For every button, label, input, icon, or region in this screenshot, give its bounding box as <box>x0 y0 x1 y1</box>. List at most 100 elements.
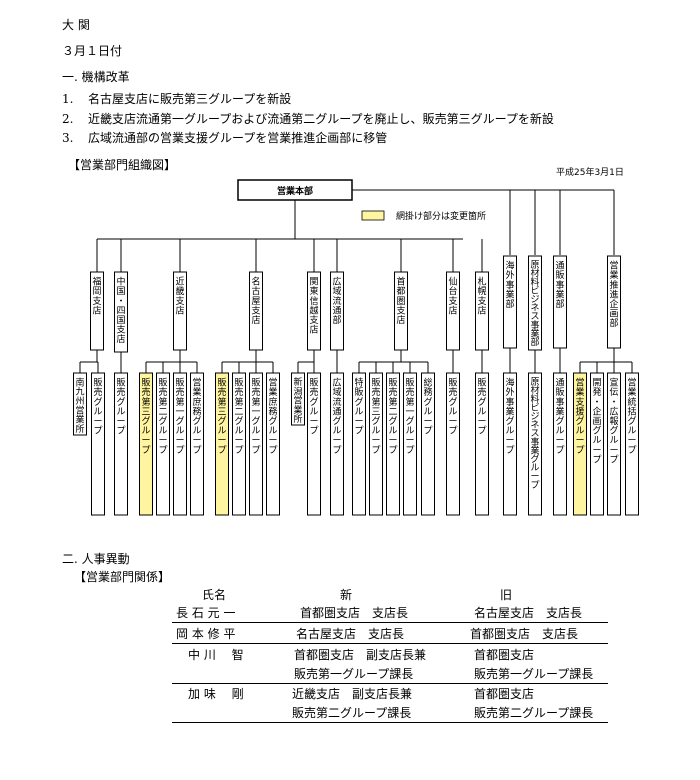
group-16-char: ル <box>371 427 380 437</box>
group-21-box <box>475 372 489 516</box>
dept-overseas-char: 業 <box>505 288 514 300</box>
group-23-char: グ <box>530 453 539 465</box>
col-header-old: 旧 <box>500 588 513 602</box>
group-10-char: 販 <box>251 377 260 389</box>
dept-raw-materials-char: ネ <box>530 303 539 314</box>
group-8-char: プ <box>217 445 226 456</box>
group-22-char: 業 <box>505 405 514 417</box>
group-7-char: 務 <box>192 405 201 417</box>
group-16-char: グ <box>371 415 380 427</box>
group-5-char: 第 <box>158 396 167 408</box>
group-17-char: 第 <box>388 396 397 408</box>
branch-nagoya-char: 屋 <box>251 296 260 307</box>
group-17-char: プ <box>388 445 397 456</box>
group-28-char: 括 <box>627 405 636 417</box>
group-16-char: 第 <box>371 396 380 408</box>
group-14-char: プ <box>332 445 341 456</box>
group-13-char: ー <box>309 417 318 427</box>
group-23-char: ジ <box>530 412 539 422</box>
group-9-char: 第 <box>234 396 243 408</box>
group-8-char: 三 <box>217 407 226 417</box>
reform-item-1-num: 1. <box>62 92 74 106</box>
row2-new: 名古屋支店 支店長 <box>296 627 405 641</box>
reform-item-1: 名古屋支店に販売第三グループを新設 <box>88 92 292 106</box>
group-3-char: プ <box>116 426 125 437</box>
branch-kanto-shinetsu-box <box>307 271 321 351</box>
group-15-box <box>352 372 366 516</box>
group-21-char: ル <box>477 407 486 417</box>
group-25-char: グ <box>575 415 584 427</box>
branch-sendai-box <box>446 271 460 351</box>
branch-nagoya-box <box>249 271 263 351</box>
dept-sales-planning-char: 企 <box>609 298 618 310</box>
group-13-char: ル <box>309 407 318 417</box>
group-19-box <box>421 372 435 516</box>
dept-raw-materials-char: 業 <box>530 327 539 339</box>
group-27-char: 伝 <box>609 387 618 398</box>
section1-title: 一. 機構改革 <box>62 70 130 84</box>
dept-raw-materials-char: 原 <box>530 260 539 271</box>
group-8-char: グ <box>217 415 226 427</box>
group-23-char: ビ <box>530 402 539 413</box>
branch-chugoku-shikoku-char: 中 <box>116 276 125 288</box>
branch-chugoku-shikoku-char: 国 <box>116 286 125 297</box>
group-19-char: ー <box>423 417 432 427</box>
group-2-char: グ <box>93 396 102 408</box>
group-21-char: 販 <box>477 377 486 389</box>
group-14-char: 流 <box>332 396 341 408</box>
group-26-box <box>590 372 604 516</box>
group-9-char: 販 <box>234 377 243 389</box>
row4-old-2: 販売第二グループ課長 <box>474 706 594 720</box>
group-23-char: 材 <box>530 384 539 396</box>
top-box <box>237 179 353 201</box>
group-24-char: 事 <box>555 396 564 408</box>
group-25-box <box>573 372 587 516</box>
group-19-char: 総 <box>423 377 432 389</box>
group-25-char: 援 <box>575 405 584 417</box>
group-26-char: グ <box>592 425 601 437</box>
branch-sapporo-char: 支 <box>477 295 486 307</box>
group-26-char: 発 <box>592 386 601 398</box>
branch-fukuoka-char: 岡 <box>92 286 101 297</box>
org-chart: 平成25年3月1日 福岡支店中国・四国支店近畿支店名古屋支店関東信越支店広域流通… <box>73 166 639 516</box>
group-9-box <box>232 372 246 516</box>
group-18-char: 一 <box>405 407 414 417</box>
group-22-char: ー <box>505 436 514 446</box>
group-3-char: 販 <box>116 377 125 389</box>
group-24-char: プ <box>555 445 564 456</box>
branch-fukuoka-box <box>90 271 104 351</box>
group-16-char: 売 <box>371 386 380 398</box>
group-3-char: グ <box>116 396 125 408</box>
group-6-char: ル <box>175 427 184 437</box>
group-7-char: グ <box>192 415 201 427</box>
group-27-char: ル <box>609 436 618 446</box>
reform-item-3: 広域流通部の営業支援グループを営業推進企画部に移管 <box>88 131 388 145</box>
group-2-char: プ <box>93 426 102 437</box>
group-28-char: 営 <box>627 377 636 389</box>
group-23-char: プ <box>530 480 539 491</box>
branch-shutoken-box <box>394 271 408 351</box>
group-11-char: 務 <box>268 405 277 417</box>
group-24-char: ー <box>555 436 564 446</box>
group-15-char: プ <box>354 426 363 437</box>
group-1-char: 営 <box>75 404 84 416</box>
group-14-char: 広 <box>332 377 341 389</box>
group-28-box <box>625 372 639 516</box>
reform-item-2-num: 2. <box>62 112 74 126</box>
group-28-char: 統 <box>627 396 636 408</box>
dept-mail-order-char: 事 <box>555 279 564 291</box>
group-24-box <box>553 372 567 516</box>
group-19-char: 務 <box>423 386 432 398</box>
row3-rule <box>172 683 608 684</box>
group-6-char: 売 <box>175 386 184 398</box>
branch-nagoya-char: 店 <box>251 314 260 326</box>
dept-mail-order-box <box>553 255 567 349</box>
group-23-char: 料 <box>530 393 539 405</box>
group-16-char: プ <box>371 445 380 456</box>
branch-fukuoka-char: 福 <box>92 276 101 288</box>
effective-date: ３月１日付 <box>62 44 123 58</box>
dept-raw-materials-char: ジ <box>530 295 539 305</box>
branch-sendai-char: 支 <box>448 295 457 307</box>
section2-title: 二. 人事異動 <box>62 552 130 566</box>
group-1-char: 九 <box>75 387 84 398</box>
